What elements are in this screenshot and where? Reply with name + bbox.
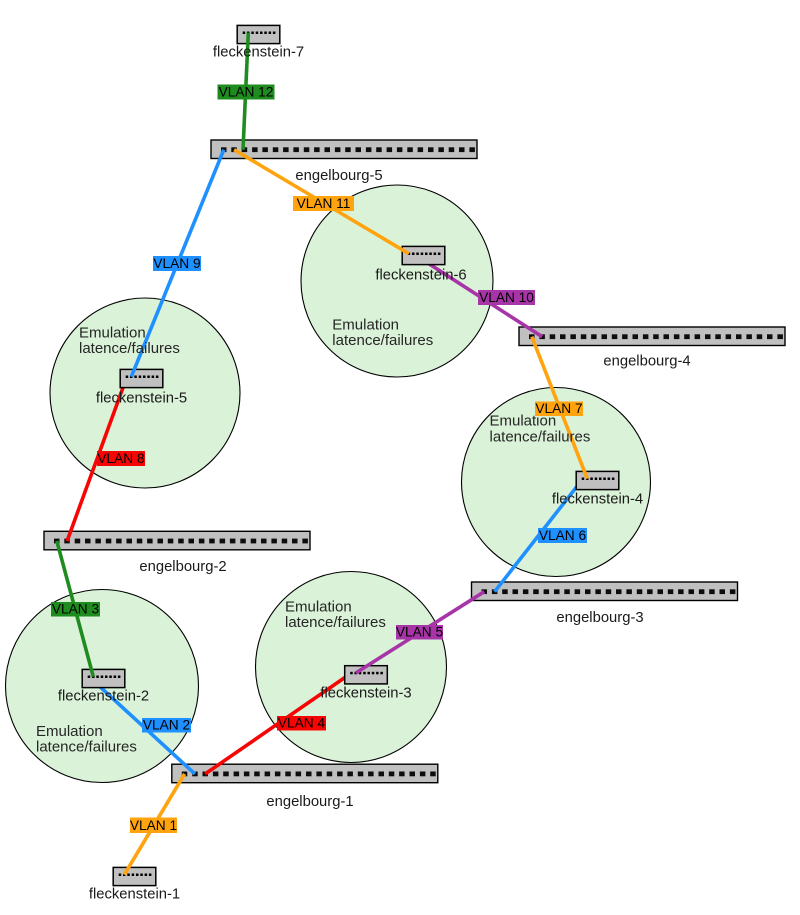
svg-text:latence/failures: latence/failures — [332, 332, 433, 349]
svg-text:engelbourg-5: engelbourg-5 — [295, 168, 382, 184]
svg-text:fleckenstein-7: fleckenstein-7 — [213, 45, 304, 61]
svg-text:engelbourg-1: engelbourg-1 — [266, 794, 353, 810]
svg-text:Emulation: Emulation — [332, 317, 399, 334]
svg-text:VLAN 9: VLAN 9 — [153, 256, 200, 271]
svg-text:fleckenstein-5: fleckenstein-5 — [96, 391, 187, 407]
svg-text:latence/failures: latence/failures — [285, 614, 386, 631]
svg-text:VLAN 1: VLAN 1 — [130, 818, 177, 833]
svg-text:VLAN 12: VLAN 12 — [219, 85, 274, 100]
svg-text:latence/failures: latence/failures — [36, 739, 137, 756]
svg-text:Emulation: Emulation — [36, 723, 103, 740]
svg-text:fleckenstein-2: fleckenstein-2 — [58, 689, 149, 705]
svg-text:engelbourg-4: engelbourg-4 — [603, 354, 690, 370]
svg-text:VLAN 2: VLAN 2 — [143, 718, 190, 733]
svg-text:fleckenstein-1: fleckenstein-1 — [89, 887, 180, 903]
svg-text:VLAN 3: VLAN 3 — [52, 602, 100, 617]
svg-text:VLAN 8: VLAN 8 — [97, 451, 145, 466]
svg-text:fleckenstein-4: fleckenstein-4 — [552, 492, 643, 508]
svg-text:Emulation: Emulation — [490, 413, 557, 430]
svg-text:VLAN 7: VLAN 7 — [535, 401, 582, 416]
svg-text:engelbourg-3: engelbourg-3 — [556, 610, 643, 626]
svg-text:Emulation: Emulation — [285, 599, 352, 616]
svg-text:VLAN 10: VLAN 10 — [479, 290, 534, 305]
svg-text:fleckenstein-3: fleckenstein-3 — [320, 686, 411, 702]
svg-text:Emulation: Emulation — [79, 325, 146, 342]
svg-text:latence/failures: latence/failures — [490, 428, 591, 445]
svg-text:engelbourg-2: engelbourg-2 — [139, 559, 226, 575]
svg-text:fleckenstein-6: fleckenstein-6 — [375, 268, 466, 284]
svg-text:VLAN 6: VLAN 6 — [539, 528, 587, 543]
svg-text:VLAN 11: VLAN 11 — [297, 196, 351, 211]
svg-text:VLAN 4: VLAN 4 — [278, 716, 326, 731]
svg-text:VLAN 5: VLAN 5 — [396, 625, 444, 640]
svg-text:latence/failures: latence/failures — [79, 340, 180, 357]
